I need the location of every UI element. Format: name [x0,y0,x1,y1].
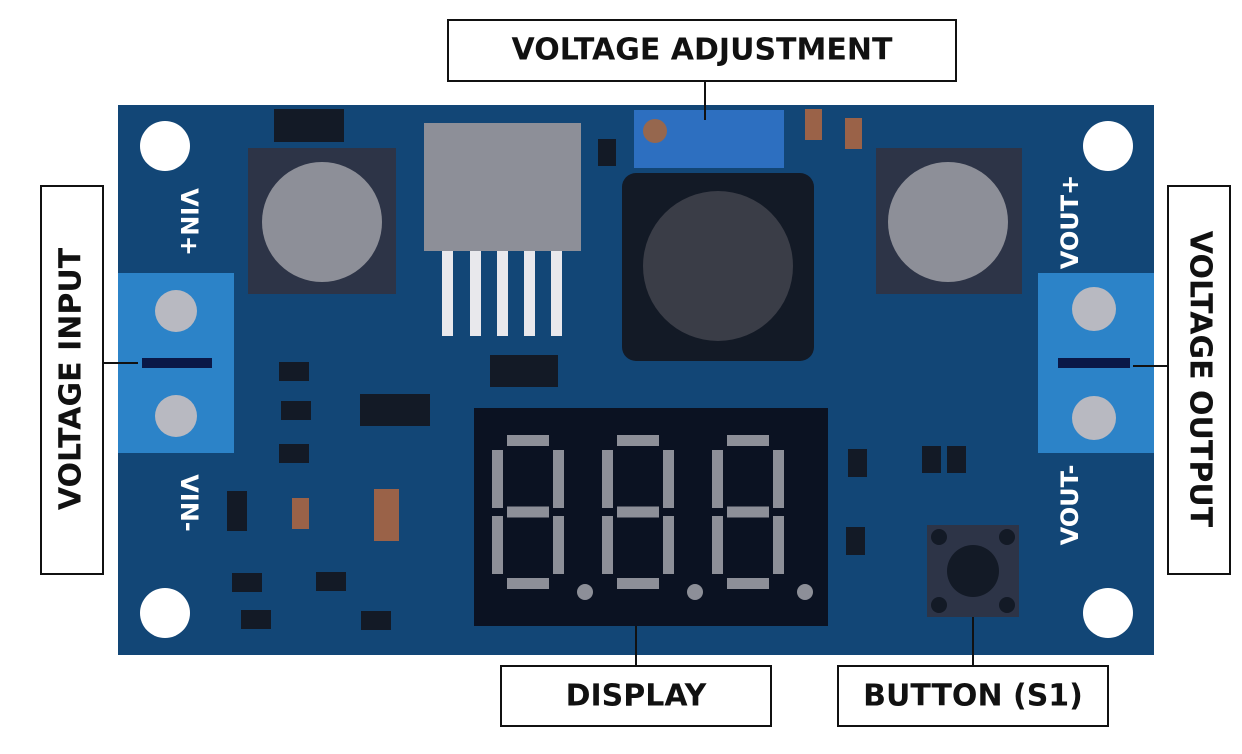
smd-resistor [845,118,862,149]
callout-voltage-output: VOLTAGE OUTPUT [1167,185,1231,575]
display-decimal-point [797,584,813,600]
smd-part [279,362,309,381]
smd-part [848,449,867,477]
display-decimal-point [687,584,703,600]
mounting-hole-bottom-right [1083,588,1133,638]
display-segment-e [602,516,613,574]
regulator-chip [424,123,581,336]
display-segment-a [507,435,549,446]
smd-resistor [292,498,309,529]
output-screw-top [1072,287,1116,331]
smd-part [316,572,346,591]
callout-voltage-adjustment-text: VOLTAGE ADJUSTMENT [512,33,893,68]
display-segment-b [773,450,784,508]
smd-chip [360,394,430,426]
callout-voltage-input: VOLTAGE INPUT [40,185,104,575]
display-segment-f [602,450,613,508]
mounting-hole-top-left [140,121,190,171]
display-segment-a [727,435,769,446]
display-segment-g [617,506,659,518]
smd-resistor [374,489,399,541]
capacitor-left [248,148,396,294]
vout-minus-label: VOUT- [1056,465,1084,546]
smd-resistor [805,109,822,140]
display-segment-d [727,578,769,589]
display-segment-c [553,516,564,574]
smd-part [361,611,391,630]
output-terminal-block [1038,273,1154,453]
push-button-s1[interactable] [927,525,1019,617]
callout-voltage-adjustment: VOLTAGE ADJUSTMENT [447,19,957,82]
display-segment-c [663,516,674,574]
capacitor-right [876,148,1022,294]
vout-plus-label: VOUT+ [1056,175,1084,270]
smd-part [227,491,247,531]
smd-chip [490,355,558,387]
callout-button: BUTTON (S1) [837,665,1109,727]
vin-plus-label: VIN+ [175,188,203,256]
display-segment-d [507,578,549,589]
potentiometer-screw [643,119,667,143]
smd-part [281,401,311,420]
smd-part [846,527,865,555]
display-segment-g [727,506,769,518]
display-segment-d [617,578,659,589]
smd-part [232,573,262,592]
mounting-hole-bottom-left [140,588,190,638]
callout-voltage-output-text: VOLTAGE OUTPUT [1183,231,1218,528]
display-segment-f [492,450,503,508]
display-segment-b [663,450,674,508]
mounting-hole-top-right [1083,121,1133,171]
display-segment-b [553,450,564,508]
vin-minus-label: VIN- [175,474,203,532]
seven-segment-display [474,408,828,626]
callout-display-text: DISPLAY [566,679,708,714]
smd-part [947,446,966,473]
display-digits [492,435,813,600]
inductor [622,173,814,361]
input-screw-bottom [155,395,197,437]
output-screw-bottom [1072,396,1116,440]
display-segment-e [492,516,503,574]
input-screw-top [155,290,197,332]
smd-diode [598,139,616,166]
smd-part [922,446,941,473]
display-segment-a [617,435,659,446]
smd-part [241,610,271,629]
smd-chip [274,109,344,142]
display-decimal-point [577,584,593,600]
callout-voltage-input-text: VOLTAGE INPUT [54,247,89,510]
potentiometer [634,110,784,168]
display-segment-c [773,516,784,574]
smd-part [279,444,309,463]
callout-display: DISPLAY [500,665,772,727]
display-segment-g [507,506,549,518]
display-segment-e [712,516,723,574]
display-segment-f [712,450,723,508]
callout-button-text: BUTTON (S1) [863,679,1083,714]
